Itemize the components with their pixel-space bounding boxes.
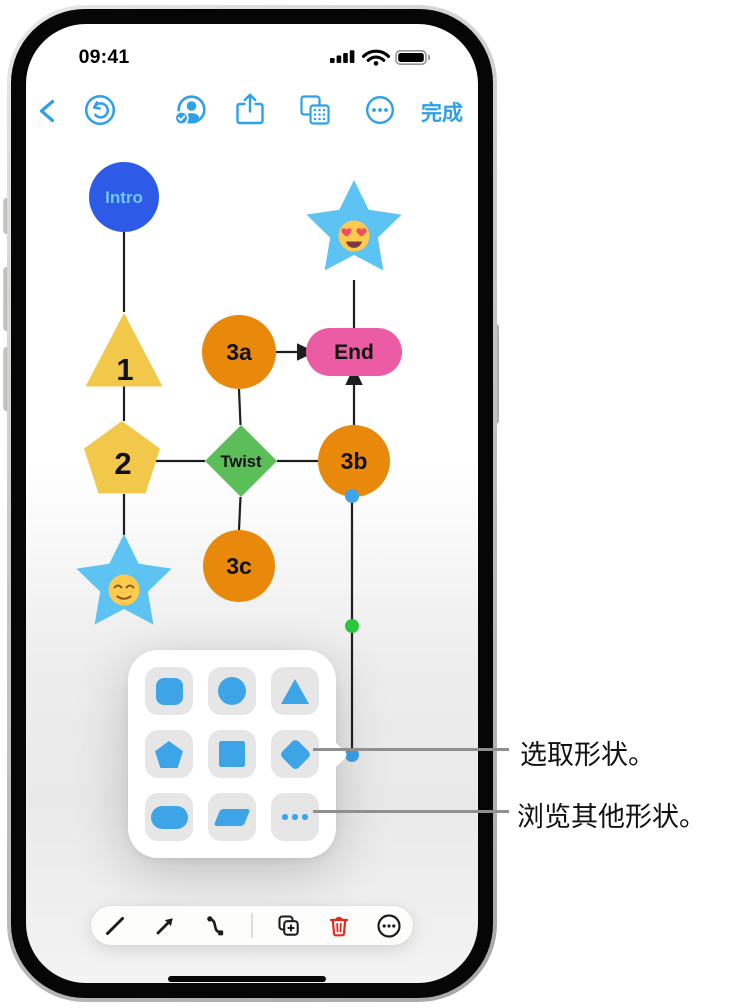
chevron-back-icon — [39, 99, 55, 123]
node-step3a[interactable]: 3a — [202, 315, 276, 389]
cellular-signal-icon — [330, 50, 355, 63]
node-intro[interactable]: Intro — [89, 162, 159, 232]
trash-icon — [329, 916, 348, 937]
freeform-canvas[interactable]: Intro 1 3a End — [26, 24, 478, 983]
volume-up-button[interactable] — [3, 267, 10, 331]
svg-text:2: 2 — [114, 446, 131, 481]
svg-text:3a: 3a — [226, 339, 252, 365]
boards-icon — [300, 95, 330, 125]
more-button[interactable] — [364, 94, 396, 126]
line-midpoint-handle[interactable] — [345, 619, 359, 633]
svg-text:Twist: Twist — [221, 453, 262, 471]
shape-option-triangle[interactable] — [271, 667, 319, 715]
line-endpoint-handle-top[interactable] — [345, 489, 359, 503]
node-step2[interactable]: 2 — [84, 421, 160, 494]
share-icon — [236, 93, 264, 125]
line-endpoint-handle-bottom[interactable] — [345, 748, 359, 762]
shape-picker-popup — [128, 650, 349, 858]
iphone-frame: 09:41 — [7, 5, 497, 1002]
toolbar-divider — [251, 913, 253, 938]
collaborate-icon — [174, 95, 206, 126]
duplicate-icon — [278, 915, 300, 936]
triangle-icon — [281, 678, 309, 704]
shape-option-parallelogram[interactable] — [208, 793, 256, 841]
duplicate-button[interactable] — [275, 912, 303, 940]
line-tool-button[interactable] — [101, 912, 129, 940]
node-step3c[interactable]: 3c — [203, 530, 275, 602]
callout-select-shape: 选取形状。 — [520, 740, 655, 770]
node-step3b[interactable]: 3b — [318, 425, 390, 497]
arrow-icon — [156, 917, 173, 934]
callout-line-select-shape — [313, 748, 509, 751]
callout-browse-shapes: 浏览其他形状。 — [517, 802, 706, 832]
node-star-relieved[interactable] — [76, 534, 172, 625]
connector-tool-button[interactable] — [201, 912, 229, 940]
undo-button[interactable] — [83, 93, 117, 127]
share-button[interactable] — [235, 92, 265, 126]
rounded-square-icon — [155, 677, 183, 705]
svg-text:3b: 3b — [341, 448, 368, 474]
parallelogram-icon — [213, 808, 251, 826]
collaborate-button[interactable] — [171, 91, 209, 129]
node-end[interactable]: End — [306, 328, 402, 376]
svg-text:1: 1 — [116, 352, 133, 387]
shape-option-square[interactable] — [208, 730, 256, 778]
done-button[interactable]: 完成 — [421, 102, 463, 125]
arrow-tool-button[interactable] — [151, 912, 179, 940]
shape-option-circle[interactable] — [208, 667, 256, 715]
circle-icon — [218, 677, 246, 705]
battery-icon — [395, 49, 431, 65]
shape-option-oval[interactable] — [145, 793, 193, 841]
status-icons — [330, 49, 431, 66]
action-button[interactable] — [3, 198, 10, 234]
undo-icon — [84, 94, 116, 126]
shape-option-diamond[interactable] — [271, 730, 319, 778]
shape-option-pentagon[interactable] — [145, 730, 193, 778]
shape-picker-grid — [145, 667, 319, 841]
callout-line-browse-shapes — [313, 810, 509, 813]
heart-eyes-emoji-icon — [338, 220, 370, 252]
line-icon — [106, 916, 124, 935]
node-step1[interactable]: 1 — [85, 313, 163, 387]
home-indicator[interactable] — [168, 976, 326, 982]
shape-option-more-shapes[interactable] — [271, 793, 319, 841]
pentagon-icon — [155, 740, 183, 768]
square-icon — [219, 741, 245, 767]
diamond-icon — [278, 737, 312, 771]
node-twist[interactable]: Twist — [205, 425, 277, 497]
back-button[interactable] — [39, 99, 55, 123]
node-star-heart-eyes[interactable] — [306, 180, 402, 271]
shape-option-rounded-square[interactable] — [145, 667, 193, 715]
svg-text:3c: 3c — [226, 553, 252, 579]
ellipsis-icon — [282, 814, 308, 820]
delete-button[interactable] — [325, 912, 353, 940]
more-tools-button[interactable] — [375, 912, 403, 940]
more-icon — [365, 95, 395, 125]
svg-text:End: End — [334, 341, 374, 364]
iphone-bezel: 09:41 — [11, 9, 493, 998]
wifi-icon — [361, 49, 391, 66]
relieved-emoji-icon — [108, 574, 140, 606]
boards-button[interactable] — [299, 94, 331, 126]
screen: 09:41 — [26, 24, 478, 983]
line-style-toolbar — [91, 906, 413, 945]
volume-down-button[interactable] — [3, 347, 10, 411]
more-icon — [377, 913, 401, 938]
status-time: 09:41 — [78, 46, 130, 68]
oval-icon — [150, 805, 188, 829]
svg-text:Intro: Intro — [105, 188, 143, 207]
curved-connector-icon — [207, 915, 224, 935]
